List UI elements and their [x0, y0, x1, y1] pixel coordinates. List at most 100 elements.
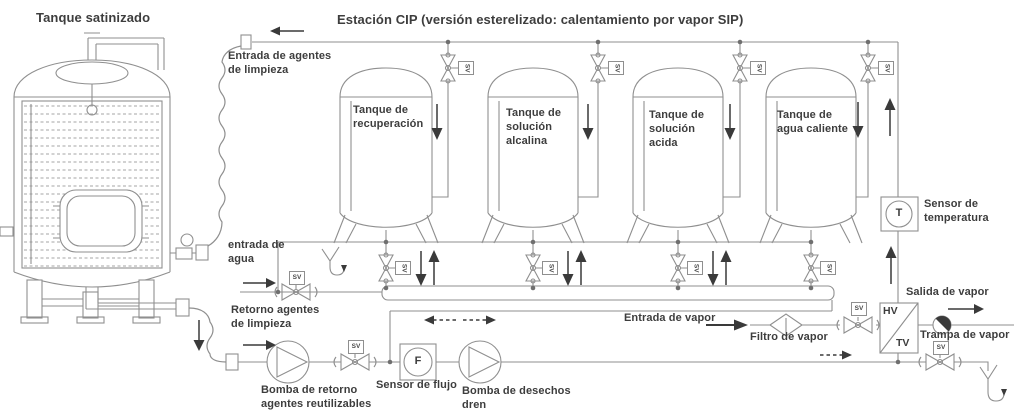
steam-outlet-arrow: [948, 304, 984, 314]
fill-branches: [431, 42, 878, 198]
solenoid-valve-top-1: [440, 52, 458, 84]
manway-outer: [59, 189, 143, 253]
tank-acid: [626, 67, 730, 244]
steam-trap-label: Trampa de vapor: [920, 329, 1010, 341]
transfer-left-arrow: [424, 315, 456, 325]
sv-tag-bottom-1: SV: [395, 261, 411, 275]
tank-top-manhole: [55, 61, 129, 85]
tank-acid-label: Tanque de solución acida: [649, 109, 705, 149]
sanitized-tank: [0, 32, 209, 324]
leg-right: [138, 279, 155, 319]
drain-funnel-left-arrow: [341, 265, 347, 272]
cip-tanks: [333, 67, 863, 244]
arrow-to-sanitized-tank: [270, 26, 304, 36]
cleaning-agents-return-label: Retorno agentes de limpieza: [231, 304, 320, 330]
bidirectional-arrow-pairs: [415, 250, 732, 286]
solenoid-valve-water: [274, 283, 318, 301]
transfer-line: [389, 300, 833, 362]
sv-tag-top-1: SV: [458, 61, 474, 75]
leg-left: [26, 279, 43, 319]
drain-funnel-left: [321, 246, 345, 276]
flow-down-arrows: [431, 102, 864, 140]
solenoid-valve-top-4: [860, 52, 878, 84]
temperature-sensor-letter: T: [895, 207, 903, 219]
sv-tag-return: SV: [348, 340, 364, 354]
steam-trap-icon: [932, 315, 952, 335]
leg-center: [82, 291, 99, 319]
solenoid-valve-drain: [918, 353, 962, 371]
upper-outlet-fitting: [175, 247, 193, 260]
solenoid-valve-top-2: [590, 52, 608, 84]
cleaning-agents-inlet-label: Entrada de agentes de limpieza: [228, 50, 332, 76]
hose-coupling-bottom: [225, 353, 239, 371]
collector-line: [277, 241, 811, 292]
line-coupling: [240, 34, 252, 50]
suction-manifold: [381, 285, 835, 301]
riser-up-arrows: [884, 98, 897, 284]
page-title: Estación CIP (versión esterelizado: cale…: [337, 12, 744, 27]
flow-sensor-label: Sensor de flujo: [376, 379, 457, 391]
top-nozzle-pipe: [84, 32, 165, 70]
bottom-outlet-flange: [175, 298, 190, 317]
tank-hot-water-label: Tanque de agua caliente: [777, 109, 848, 135]
solenoid-valve-top-3: [732, 52, 750, 84]
solenoid-valve-bottom-4: [803, 252, 820, 284]
flow-sensor: [399, 343, 437, 381]
heater-hv-label: HV: [883, 305, 898, 317]
manway-hinges: [53, 205, 149, 239]
steam-inlet-arrow: [706, 319, 748, 331]
sanitized-tank-title: Tanque satinizado: [36, 10, 151, 25]
sight-glass: [180, 233, 194, 247]
foot-center: [76, 316, 105, 324]
return-flow-arrow: [243, 340, 276, 350]
solenoid-valve-bottom-2: [525, 252, 542, 284]
return-pump-label: Bomba de retorno agentes reutilizables: [261, 384, 372, 410]
water-inlet-arrow: [243, 278, 276, 288]
waste-pump-label: Bomba de desechos dren: [462, 385, 571, 411]
sv-tag-drain: SV: [933, 341, 949, 355]
foot-left: [20, 316, 49, 324]
solenoid-valve-return: [333, 353, 377, 371]
hose-down-arrow: [193, 320, 205, 351]
sv-tag-bottom-4: SV: [820, 261, 836, 275]
waste-pump: [458, 340, 502, 384]
sv-tag-bottom-3: SV: [687, 261, 703, 275]
flow-sensor-letter: F: [414, 355, 422, 367]
jacket-inner: [21, 100, 163, 269]
hoses: [188, 45, 242, 363]
top-supply-line: [240, 26, 898, 50]
steam-filter: [769, 313, 803, 337]
return-pump: [266, 340, 310, 384]
heater-tv-label: TV: [896, 337, 910, 349]
return-hose: [188, 307, 227, 363]
sv-tag-water: SV: [289, 271, 305, 285]
steam-line: [706, 302, 1014, 362]
tank-hot-water: [759, 67, 863, 244]
tank-recovery-label: Tanque de recuperación: [353, 104, 424, 130]
supply-hose: [207, 45, 242, 247]
drain-funnel-right-arrow: [1001, 389, 1007, 396]
return-riser: [880, 42, 919, 303]
steam-filter-label: Filtro de vapor: [750, 331, 828, 343]
foot-right: [132, 316, 161, 324]
sv-tag-top-4: SV: [878, 61, 894, 75]
steam-inlet-label: Entrada de vapor: [624, 312, 716, 324]
water-inlet-label: entrada de agua: [228, 239, 285, 265]
hose-coupling-top: [195, 244, 209, 261]
pump-drain-line: [193, 320, 1007, 402]
sv-tag-top-2: SV: [608, 61, 624, 75]
tank-recovery: [333, 67, 439, 244]
sanitized-tank-shell: [13, 59, 171, 288]
sv-tag-bottom-2: SV: [542, 261, 558, 275]
solenoid-valve-bottom-3: [670, 252, 687, 284]
water-inlet-line: [240, 278, 382, 301]
solenoid-valve-steam: [836, 316, 880, 334]
transfer-right-arrow: [463, 315, 496, 325]
side-stub: [0, 226, 14, 237]
temperature-sensor-label: Sensor de temperatura: [924, 198, 989, 224]
solenoid-valve-bottom-1: [378, 252, 395, 284]
tank-alkaline-label: Tanque de solución alcalina: [506, 107, 562, 147]
bottom-outlet-pipe: [85, 287, 176, 310]
